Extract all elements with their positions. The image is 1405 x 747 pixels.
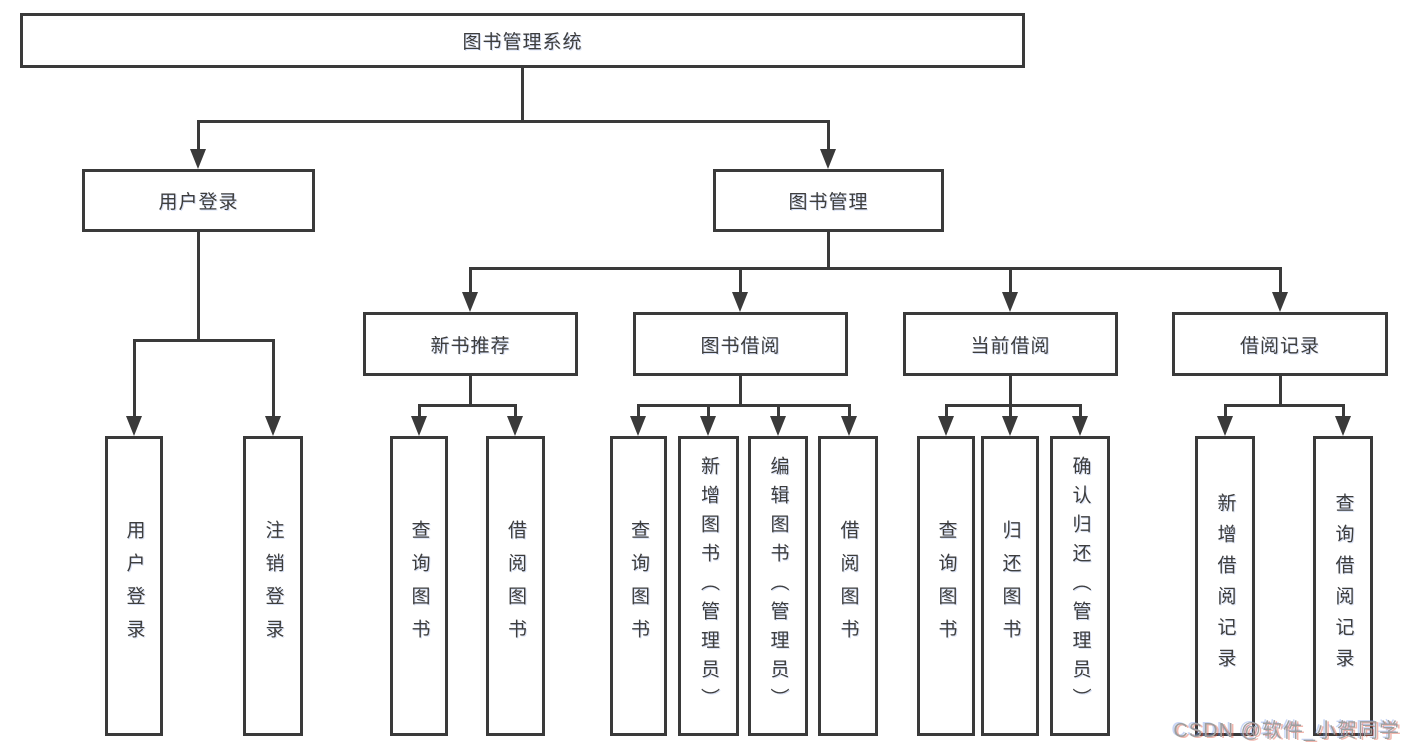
leaf-edit-book-admin: 编辑图书（管理员） [748,436,808,736]
arrow-down-icon [1072,416,1088,436]
arrow-down-icon [126,416,142,436]
arrow-down-icon [841,416,857,436]
arrow-down-icon [411,416,427,436]
connector-line [1279,267,1282,295]
node-label: 图书管理 [788,192,869,213]
connector-line [739,376,742,406]
leaf-label: 查询图书 [408,520,430,652]
arrow-down-icon [732,292,748,312]
connector-line [469,376,472,406]
connector-line [197,232,200,341]
arrow-down-icon [938,416,954,436]
arrow-down-icon [1002,416,1018,436]
connector-line [469,267,1282,270]
node-book-borrow: 图书借阅 [633,312,848,376]
arrow-down-icon [700,416,716,436]
arrow-down-icon [1272,292,1288,312]
node-label: 图书借阅 [700,335,781,357]
leaf-label: 新增图书（管理员） [698,455,719,717]
connector-line [1279,376,1282,406]
connector-line [1224,404,1345,407]
connector-line [1224,404,1227,419]
arrow-down-icon [190,149,206,169]
arrow-down-icon [1335,416,1351,436]
connector-line [637,404,851,407]
node-book-management: 图书管理 [713,169,944,232]
connector-line [777,404,780,419]
leaf-label: 查询图书 [628,520,649,652]
leaf-user-login: 用户登录 [105,436,163,736]
connector-line [739,267,742,295]
node-label: 新书推荐 [430,335,511,357]
leaf-label: 查询借阅记录 [1332,493,1354,679]
arrow-down-icon [1217,416,1233,436]
leaf-query-book: 查询图书 [610,436,667,736]
connector-line [197,120,200,152]
connector-line [1009,376,1012,406]
leaf-query-borrow-record: 查询借阅记录 [1313,436,1373,736]
csdn-watermark: CSDN @软件_小贺同学 [1173,720,1400,742]
leaf-logout: 注销登录 [243,436,303,736]
node-label: 图书管理系统 [462,32,583,53]
connector-line [1009,404,1012,419]
leaf-label: 查询图书 [935,520,957,652]
leaf-label: 注销登录 [262,520,284,652]
arrow-down-icon [820,149,836,169]
connector-line [197,120,830,123]
node-label: 借阅记录 [1239,335,1320,357]
connector-line [707,404,710,419]
connector-line [514,404,517,419]
connector-line [827,232,830,269]
connector-line [418,404,421,419]
leaf-label: 借阅图书 [505,520,526,652]
connector-line [1342,404,1345,419]
node-current-borrow: 当前借阅 [903,312,1118,376]
leaf-label: 用户登录 [123,520,145,652]
leaf-label: 确认归还（管理员） [1069,455,1091,717]
arrow-down-icon [1002,292,1018,312]
connector-line [1009,267,1012,295]
connector-line [637,404,640,419]
connector-line [133,339,136,419]
connector-line [1079,404,1082,419]
leaf-query-book: 查询图书 [917,436,975,736]
leaf-label: 归还图书 [999,520,1021,652]
node-borrow-record: 借阅记录 [1172,312,1388,376]
leaf-label: 编辑图书（管理员） [767,455,789,717]
leaf-add-borrow-record: 新增借阅记录 [1195,436,1255,736]
leaf-borrow-book: 借阅图书 [818,436,878,736]
connector-line [133,339,275,342]
leaf-confirm-return-admin: 确认归还（管理员） [1050,436,1110,736]
connector-line [827,120,830,152]
node-label: 用户登录 [158,192,239,213]
arrow-down-icon [770,416,786,436]
connector-line [521,68,524,121]
node-user-login: 用户登录 [82,169,315,232]
connector-line [945,404,948,419]
arrow-down-icon [507,416,523,436]
leaf-query-book: 查询图书 [390,436,448,736]
connector-line [418,404,517,407]
node-new-book-recommend: 新书推荐 [363,312,578,376]
arrow-down-icon [462,292,478,312]
leaf-return-book: 归还图书 [981,436,1039,736]
leaf-label: 新增借阅记录 [1214,493,1236,679]
arrow-down-icon [265,416,281,436]
connector-line [945,404,1082,407]
leaf-label: 借阅图书 [837,520,859,652]
node-label: 当前借阅 [970,335,1051,357]
node-library-system: 图书管理系统 [20,13,1025,68]
leaf-borrow-book: 借阅图书 [486,436,545,736]
connector-line [272,339,275,419]
connector-line [848,404,851,419]
arrow-down-icon [630,416,646,436]
leaf-add-book-admin: 新增图书（管理员） [678,436,739,736]
connector-line [469,267,472,295]
